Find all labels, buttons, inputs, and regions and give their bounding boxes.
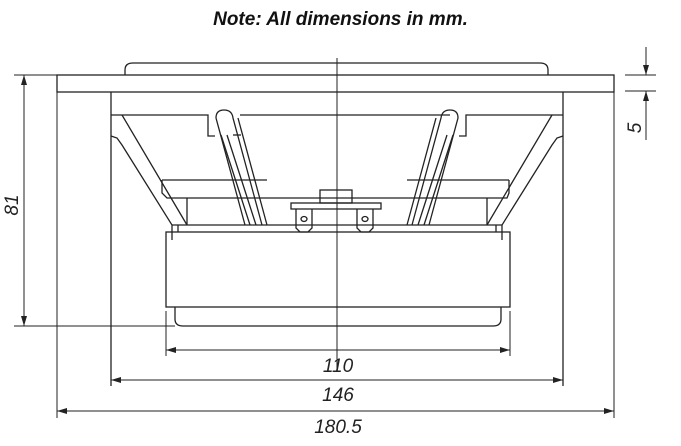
dimension-label-81: 81: [2, 194, 23, 215]
magnet: [165, 231, 511, 308]
terminal-block: [290, 189, 382, 233]
drawing-note: Note: All dimensions in mm.: [213, 9, 468, 30]
dimension-label-146: 146: [322, 385, 354, 406]
dimension-label-180-5: 180.5: [314, 417, 362, 438]
speaker-surround: [124, 62, 549, 75]
back-plate: [174, 307, 502, 327]
basket: [110, 109, 564, 240]
dimension-label-5: 5: [625, 122, 646, 133]
dimension-label-110: 110: [323, 356, 354, 377]
mounting-flange: [56, 74, 615, 93]
